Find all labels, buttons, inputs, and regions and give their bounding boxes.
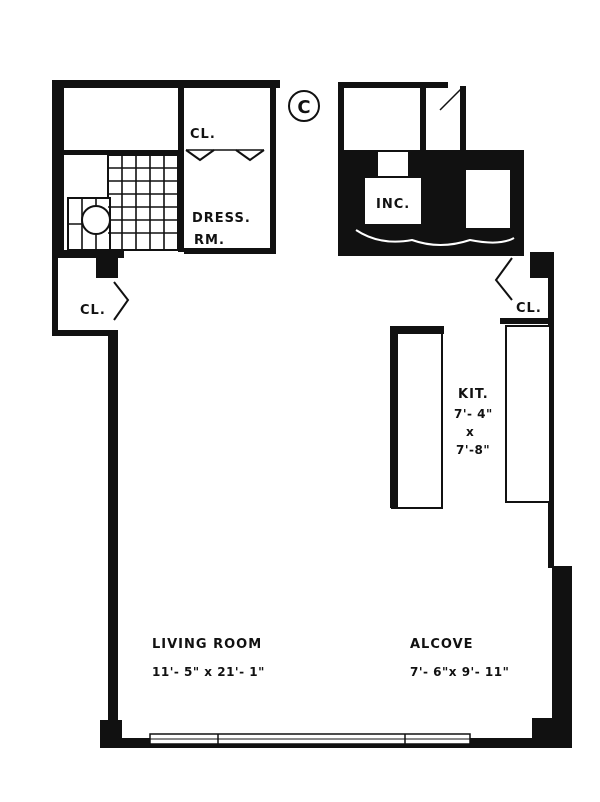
tile-floor <box>67 154 179 251</box>
window <box>149 733 471 745</box>
living-room-dims: 11'- 5" x 21'- 1" <box>152 665 265 679</box>
dressing-area <box>184 88 276 254</box>
kitchen-dim-times: x <box>466 425 474 439</box>
alcove-label: ALCOVE <box>410 637 474 652</box>
dressing-room-label-2: RM. <box>194 233 225 248</box>
closet-kitchen-label: CL. <box>516 301 542 316</box>
incinerator-block <box>338 82 524 256</box>
toilet-icon <box>81 205 111 235</box>
kitchen-label: KIT. <box>458 387 489 402</box>
dressing-room-label-1: DRESS. <box>192 211 251 226</box>
closet-bath-label: CL. <box>190 127 216 142</box>
kitchen-dim-2: 7'-8" <box>456 443 490 457</box>
incinerator-label: INC. <box>376 197 410 212</box>
kitchen <box>390 257 551 509</box>
room-labels: CL. DRESS. RM. INC. CL. CL. KIT. 7'- 4" … <box>80 127 542 679</box>
alcove-dims: 7'- 6"x 9'- 11" <box>410 665 509 679</box>
unit-marker: C <box>288 90 320 122</box>
closet-left-label: CL. <box>80 303 106 318</box>
bathroom <box>64 88 184 252</box>
unit-marker-label: C <box>297 97 310 118</box>
kitchen-dim-1: 7'- 4" <box>454 407 493 421</box>
closet-left <box>96 258 130 321</box>
living-room-label: LIVING ROOM <box>152 637 262 652</box>
